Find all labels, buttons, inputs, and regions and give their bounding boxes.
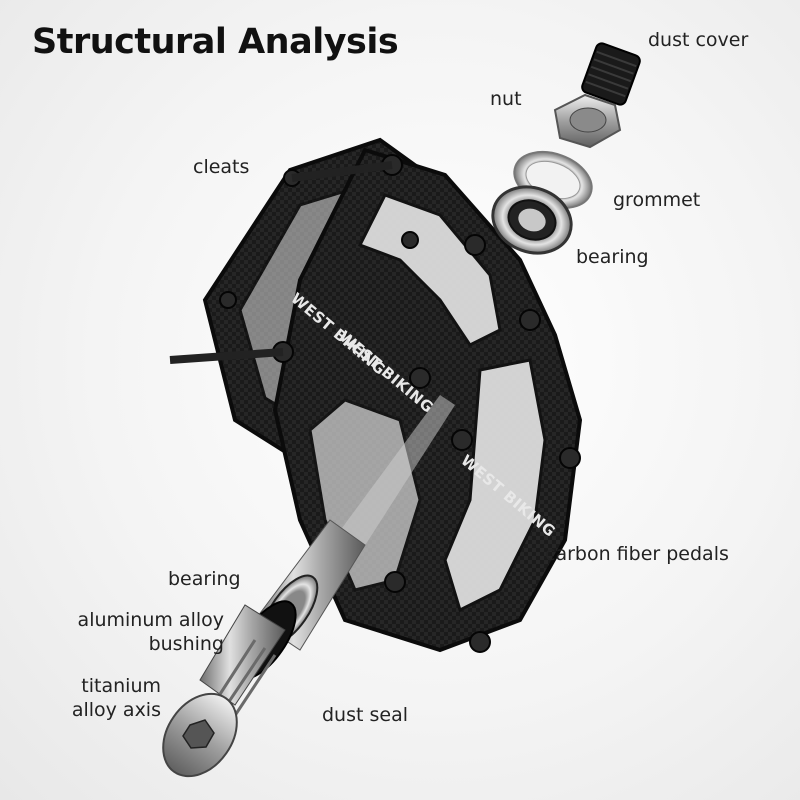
dust-cover-part	[581, 42, 641, 106]
axle-assembly	[162, 395, 455, 778]
nut-part	[553, 93, 622, 149]
label-titanium-alloy-line1: titanium	[81, 675, 161, 697]
exploded-parts	[491, 42, 641, 255]
label-cleats: cleats	[193, 156, 250, 178]
label-dust-seal: dust seal	[322, 704, 409, 726]
label-carbon-fiber-pedals: carbon fiber pedals	[545, 543, 729, 565]
label-aluminum-alloy-bushing: aluminum alloy bushing	[60, 608, 224, 656]
label-bearing-top: bearing	[576, 246, 649, 268]
pedal-body-front: WEST BIKING WEST BIKING WEST BIKING	[272, 147, 583, 653]
label-titanium-alloy-line2: alloy axis	[71, 699, 161, 721]
label-aluminum-alloy-line1: aluminum alloy	[77, 609, 224, 631]
page-title: Structural Analysis	[32, 22, 399, 62]
label-aluminum-alloy-line2: bushing	[148, 633, 224, 655]
label-titanium-alloy-axis: titanium alloy axis	[55, 674, 161, 722]
label-dust-cover: dust cover	[648, 29, 749, 51]
bearing-top-part	[491, 185, 573, 255]
label-nut: nut	[490, 88, 522, 110]
label-grommet: grommet	[613, 189, 701, 211]
label-bearing-bottom: bearing	[168, 568, 241, 590]
cleat-pins	[169, 154, 581, 653]
